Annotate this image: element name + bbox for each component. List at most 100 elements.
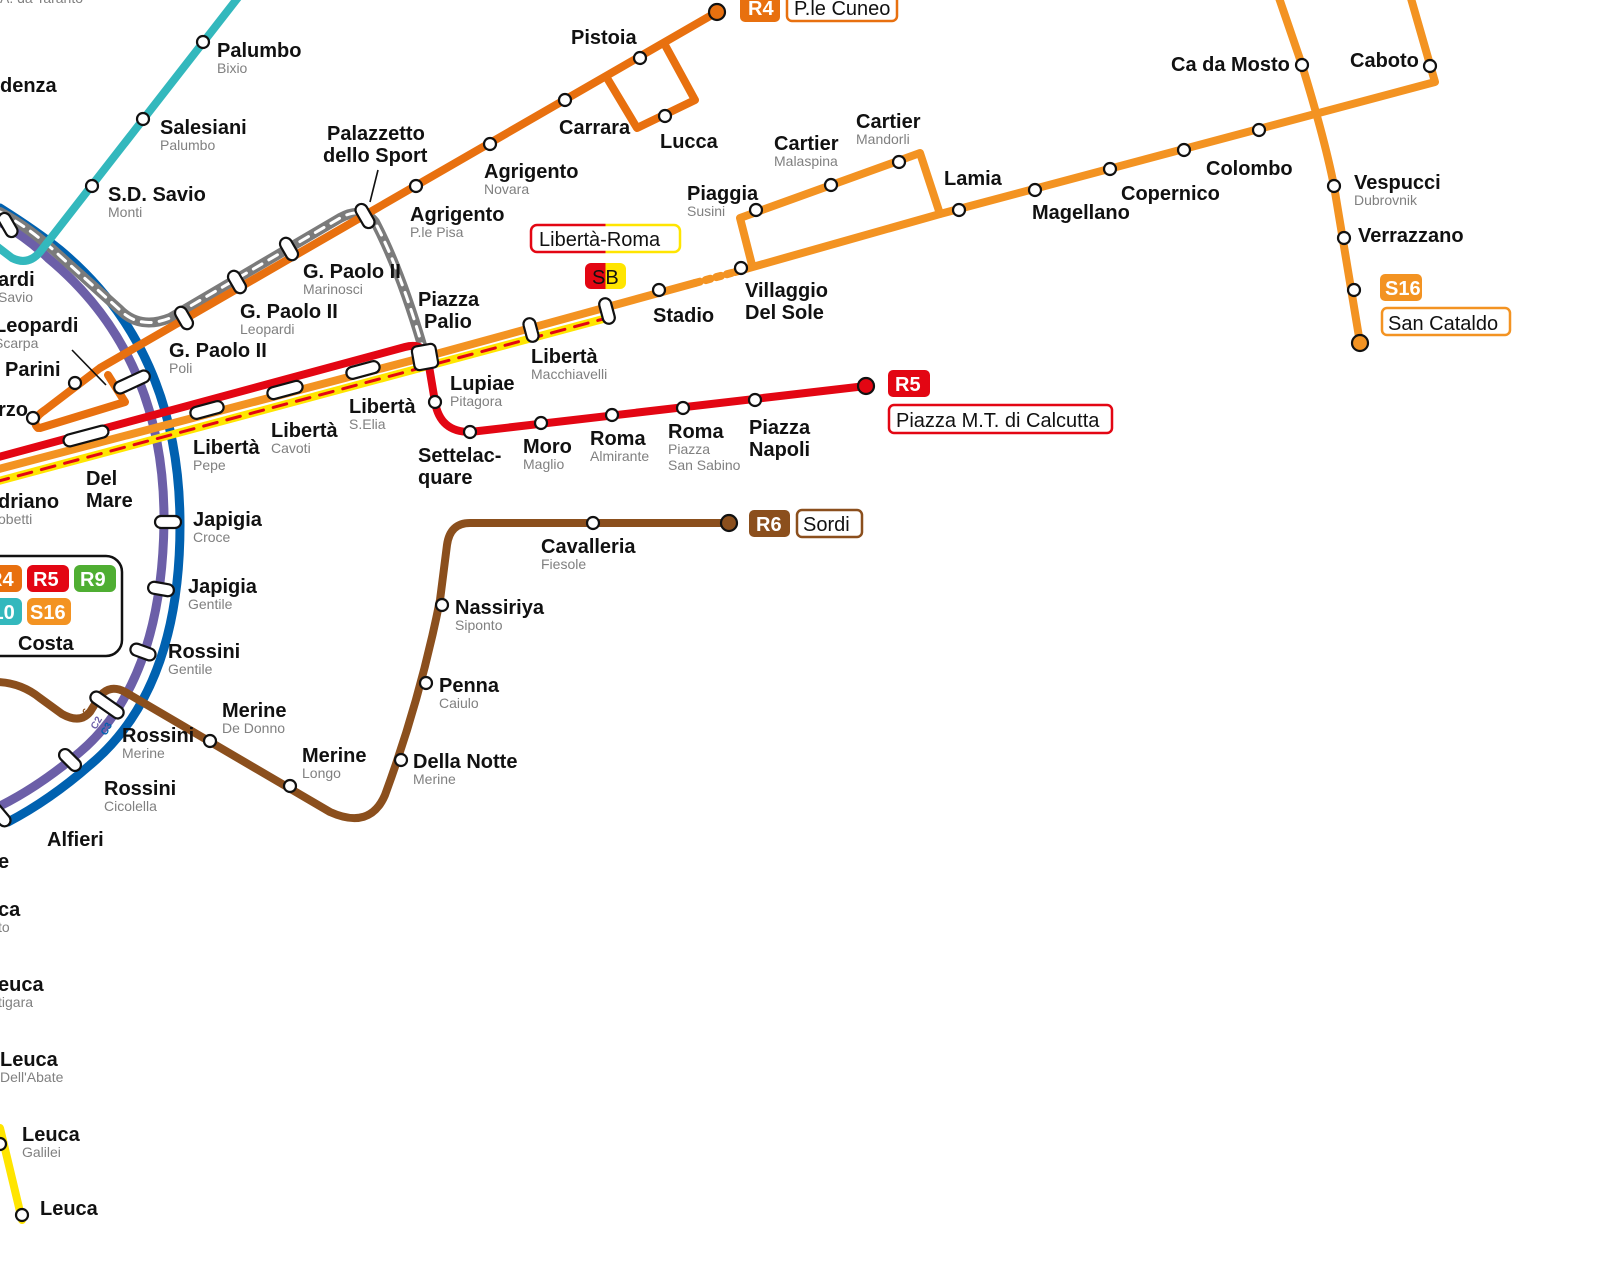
station-label[interactable]: Ca da Mosto bbox=[1171, 54, 1290, 76]
station-marker[interactable] bbox=[1326, 178, 1342, 194]
interchange-marker[interactable] bbox=[353, 202, 376, 231]
station-label[interactable]: Piazza bbox=[749, 417, 811, 439]
interchange-marker[interactable] bbox=[173, 305, 195, 332]
interchange-marker[interactable] bbox=[0, 801, 13, 829]
station-label[interactable]: dello Sport bbox=[323, 145, 428, 167]
interchange-marker[interactable] bbox=[62, 424, 110, 448]
station-marker[interactable] bbox=[1027, 182, 1043, 198]
station-marker[interactable] bbox=[408, 178, 424, 194]
interchange-marker[interactable] bbox=[129, 642, 158, 662]
station-label[interactable]: Verrazzano bbox=[1358, 225, 1464, 247]
terminal-station-marker[interactable] bbox=[707, 2, 727, 22]
station-label[interactable]: Lamia bbox=[944, 168, 1003, 190]
station-label[interactable]: Napoli bbox=[749, 439, 810, 461]
station-marker[interactable] bbox=[951, 202, 967, 218]
station-marker[interactable] bbox=[1251, 122, 1267, 138]
station-marker[interactable] bbox=[434, 597, 450, 613]
station-label[interactable]: Del bbox=[86, 468, 117, 490]
interchange-marker[interactable] bbox=[57, 747, 84, 774]
terminal-r4[interactable]: R4 P.le Cuneo bbox=[740, 0, 899, 23]
station-marker[interactable] bbox=[557, 92, 573, 108]
station-label[interactable]: Piazza bbox=[418, 289, 480, 311]
station-label[interactable]: quare bbox=[418, 467, 472, 489]
station-marker[interactable] bbox=[195, 34, 211, 50]
station-marker[interactable] bbox=[202, 733, 218, 749]
station-marker[interactable] bbox=[462, 424, 478, 440]
station-marker[interactable] bbox=[823, 177, 839, 193]
station-marker[interactable] bbox=[747, 392, 763, 408]
line-r10[interactable] bbox=[0, 0, 242, 265]
line-r4-branch[interactable] bbox=[36, 371, 129, 432]
interchange-marker[interactable] bbox=[0, 211, 20, 240]
station-marker[interactable] bbox=[1346, 282, 1362, 298]
interchange-marker[interactable] bbox=[522, 317, 540, 343]
station-marker[interactable] bbox=[604, 407, 620, 423]
station-label[interactable]: Del Sole bbox=[745, 302, 824, 324]
interchange-marker[interactable] bbox=[88, 689, 126, 721]
station-label[interactable]: denza bbox=[0, 75, 58, 97]
line-r5[interactable] bbox=[0, 341, 870, 461]
interchange-marker[interactable] bbox=[189, 400, 225, 420]
interchange-liberta-roma[interactable]: Libertà-Roma SB bbox=[529, 223, 682, 289]
station-legend-costa[interactable]: R4 R5 R9 R10 S16 Costa bbox=[0, 554, 124, 658]
interchange-marker[interactable] bbox=[598, 297, 616, 325]
station-label[interactable]: Palazzetto bbox=[327, 123, 425, 145]
terminal-station-marker[interactable] bbox=[1350, 333, 1370, 353]
station-label[interactable]: Carrara bbox=[559, 117, 631, 139]
station-marker[interactable] bbox=[1336, 230, 1352, 246]
station-label[interactable]: Leuca bbox=[40, 1198, 99, 1220]
station-marker[interactable] bbox=[1294, 57, 1310, 73]
terminal-station-marker[interactable] bbox=[719, 513, 739, 533]
station-marker[interactable] bbox=[418, 675, 434, 691]
station-label[interactable]: Pistoia bbox=[571, 27, 637, 49]
station-label[interactable]: Alfieri bbox=[47, 829, 104, 851]
interchange-marker[interactable] bbox=[266, 379, 304, 401]
station-label[interactable]: Parini bbox=[5, 359, 61, 381]
station-marker[interactable] bbox=[427, 394, 443, 410]
station-label[interactable]: Villaggio bbox=[745, 280, 828, 302]
station-label[interactable]: e bbox=[0, 851, 9, 873]
station-label[interactable]: Copernico bbox=[1121, 183, 1220, 205]
interchange-marker-piazza-palio[interactable] bbox=[410, 342, 440, 372]
station-marker[interactable] bbox=[482, 136, 498, 152]
station-label[interactable]: Magellano bbox=[1032, 202, 1130, 224]
station-label[interactable]: Lucca bbox=[660, 131, 719, 153]
station-marker[interactable] bbox=[1422, 58, 1438, 74]
station-label[interactable]: Settelac- bbox=[418, 445, 501, 467]
station-marker[interactable] bbox=[84, 178, 100, 194]
line-r4-loop[interactable] bbox=[603, 41, 699, 132]
station-marker[interactable] bbox=[135, 111, 151, 127]
station-marker[interactable] bbox=[14, 1207, 30, 1223]
line-s16-loop[interactable] bbox=[736, 149, 944, 269]
terminal-s16[interactable]: S16 San Cataldo bbox=[1380, 274, 1512, 337]
station-marker[interactable] bbox=[632, 50, 648, 66]
interchange-marker[interactable] bbox=[147, 580, 175, 598]
station-label[interactable]: Caboto bbox=[1350, 50, 1419, 72]
terminal-r5[interactable]: R5 Piazza M.T. di Calcutta bbox=[887, 370, 1114, 435]
line-s16-east[interactable] bbox=[731, 0, 1439, 276]
station-label[interactable]: Palio bbox=[424, 311, 472, 333]
